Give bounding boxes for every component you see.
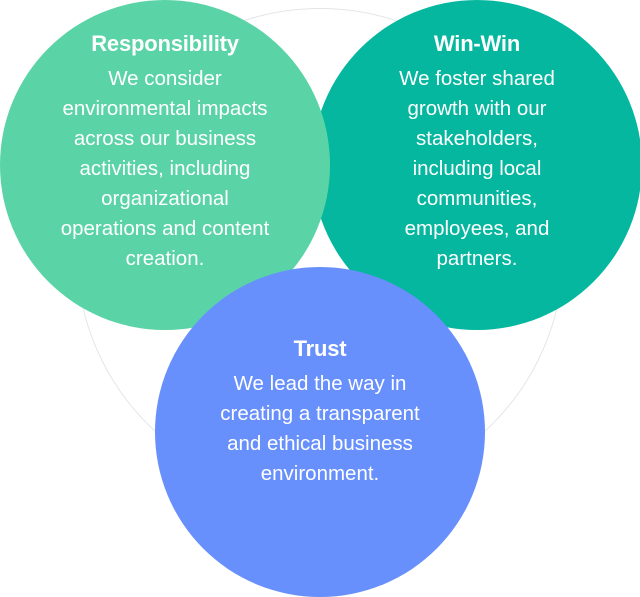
value-description-trust: We lead the way in creating a transparen…	[220, 372, 420, 485]
value-title-win-win: Win-Win	[433, 31, 521, 56]
value-description-win-win: We foster shared growth with our stakeho…	[399, 67, 555, 270]
value-title-trust: Trust	[293, 336, 347, 361]
value-circle-trust: Trust We lead the way in creating a tran…	[155, 267, 485, 597]
value-circle-responsibility: Responsibility We consider environmental…	[0, 0, 330, 330]
value-description-responsibility: We consider environmental impacts across…	[60, 67, 270, 270]
value-title-responsibility: Responsibility	[91, 31, 239, 56]
